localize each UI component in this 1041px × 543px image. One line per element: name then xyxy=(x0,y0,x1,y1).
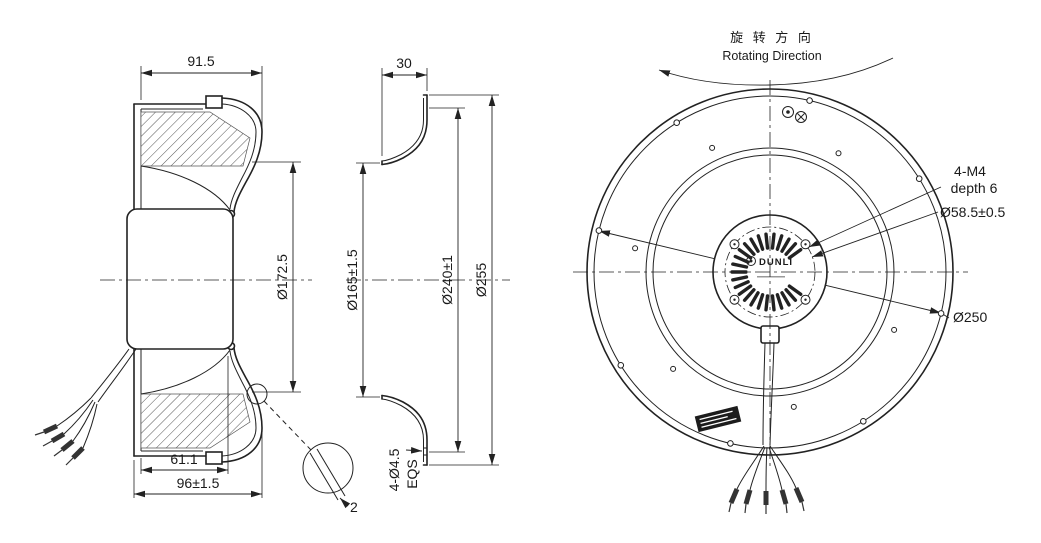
dimension-impeller-dia: Ø172.5 xyxy=(252,161,301,393)
dim-text-holes: 4-Ø4.5 xyxy=(386,448,402,491)
dim-text-91-5: 91.5 xyxy=(187,53,214,69)
brand-logo-text: DUNLI xyxy=(759,257,793,268)
detail-balloon xyxy=(246,383,312,451)
dim-text-eqs: EQS xyxy=(404,459,420,489)
rotation-label-en: Rotating Direction xyxy=(722,49,821,63)
detail-gap-text: 2 xyxy=(350,499,358,515)
front-view: Ø250 xyxy=(573,30,1005,514)
dim-text-96: 96±1.5 xyxy=(177,475,220,491)
dim-text-depth6: depth 6 xyxy=(951,180,998,196)
rivet-holes xyxy=(595,97,945,447)
blade-section-hatch xyxy=(140,111,251,449)
dimension-hub-width: 61.1 xyxy=(140,356,229,474)
fine-print-line xyxy=(757,276,785,278)
callout-screw-circle: Ø58.5±0.5 xyxy=(811,204,1005,258)
holes-callout: 4-Ø4.5 EQS xyxy=(386,447,423,491)
dim-text-255: Ø255 xyxy=(473,263,489,297)
dimension-overall-width: 96±1.5 xyxy=(133,432,263,498)
inlet-ring-section-view: 30 Ø165±1.5 Ø240±1 Ø255 4-Ø4.5 EQS xyxy=(344,55,510,491)
callout-hub-screws: 4-M4 depth 6 xyxy=(808,163,998,248)
serial-label xyxy=(694,405,742,433)
lead-wires xyxy=(56,348,137,449)
brand-logo: DUNLI xyxy=(746,256,793,278)
dim-text-250: Ø250 xyxy=(953,309,987,325)
rotation-label-cn: 旋 转 方 向 xyxy=(730,30,814,45)
wire-terminals-side xyxy=(34,423,85,466)
wire-terminals-front xyxy=(728,487,805,514)
rotation-direction: 旋 转 方 向 Rotating Direction xyxy=(658,30,894,86)
side-section-view: 91.5 Ø172.5 61.1 96±1.5 xyxy=(34,53,358,515)
inlet-ring-profile xyxy=(381,94,428,466)
motor-body xyxy=(126,208,234,350)
dimension-outer-dia: Ø255 xyxy=(429,94,499,466)
dimension-inlet-dia: Ø165±1.5 xyxy=(344,162,380,398)
dimension-inlet-depth: 30 xyxy=(381,55,428,156)
blade-tab-top xyxy=(205,95,223,109)
detail-view: 2 xyxy=(302,442,358,515)
dim-text-240: Ø240±1 xyxy=(439,255,455,305)
dim-text-58-5: Ø58.5±0.5 xyxy=(940,204,1005,220)
balance-clips xyxy=(782,106,807,123)
rotation-arrow xyxy=(658,57,894,86)
brand-logo-icon xyxy=(746,256,756,266)
hub-screws xyxy=(729,239,811,305)
dim-text-30: 30 xyxy=(396,55,412,71)
dim-text-4m4: 4-M4 xyxy=(954,163,986,179)
dimension-bolt-circle-dia: Ø240±1 xyxy=(429,107,465,453)
dimension-depth-top: 91.5 xyxy=(140,53,263,128)
blade-tab-bottom xyxy=(205,451,223,465)
dim-text-61-1: 61.1 xyxy=(170,451,197,467)
dim-text-172-5: Ø172.5 xyxy=(274,254,290,300)
dim-text-165: Ø165±1.5 xyxy=(344,249,360,311)
